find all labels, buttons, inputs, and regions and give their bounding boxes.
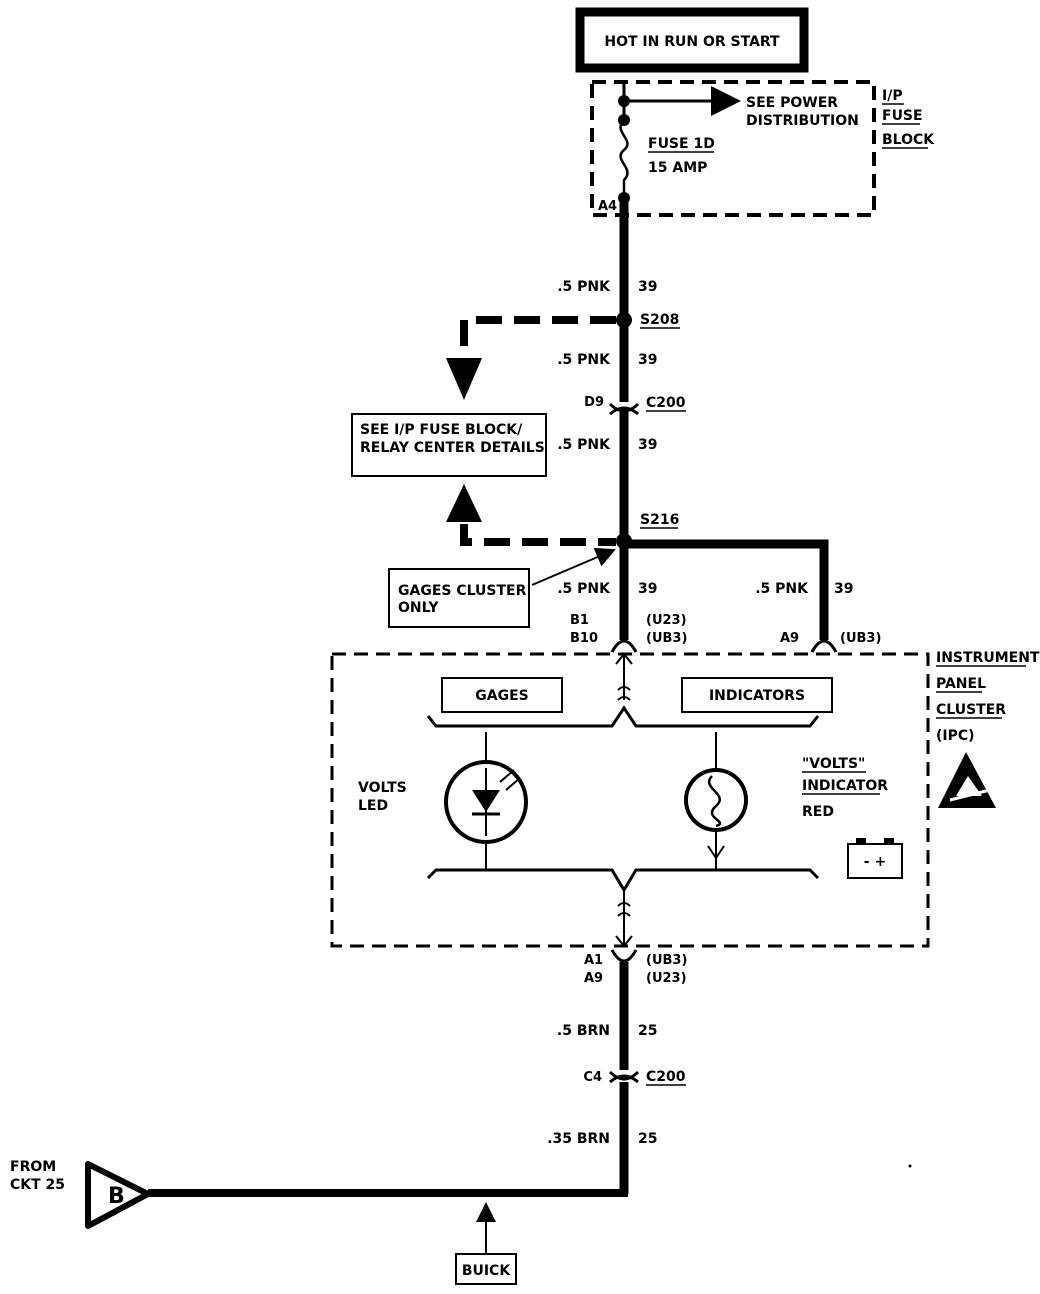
volts-led-icon xyxy=(444,732,528,870)
svg-text:BUICK: BUICK xyxy=(462,1263,512,1279)
buick-box: BUICK xyxy=(455,1253,517,1285)
fuse-name: FUSE 1D xyxy=(648,136,715,152)
svg-text:(UB3): (UB3) xyxy=(646,631,687,646)
volts-indicator-bulb-icon xyxy=(684,732,748,870)
svg-text:.5 PNK: .5 PNK xyxy=(557,279,611,295)
see-power-label: SEE POWER xyxy=(746,95,838,111)
svg-text:- +: - + xyxy=(864,854,886,870)
svg-text:CKT 25: CKT 25 xyxy=(10,1177,65,1193)
svg-text:RED: RED xyxy=(802,804,834,820)
splice-s208 xyxy=(616,312,632,328)
hot-in-run-box: HOT IN RUN OR START xyxy=(575,7,809,73)
connector-c200-top xyxy=(608,402,640,413)
dashed-branch-s216 xyxy=(460,524,616,546)
svg-text:C4: C4 xyxy=(583,1070,602,1085)
svg-text:(UB3): (UB3) xyxy=(840,631,881,646)
gages-cluster-note: GAGES CLUSTER ONLY xyxy=(388,547,616,628)
svg-text:(U23): (U23) xyxy=(646,613,687,628)
ipc-bottom-bus xyxy=(426,868,820,893)
svg-text:.5 PNK: .5 PNK xyxy=(557,352,611,368)
svg-text:BLOCK: BLOCK xyxy=(882,132,935,148)
svg-text:ONLY: ONLY xyxy=(398,600,439,616)
wire-39-right xyxy=(624,539,829,640)
svg-text:.5 PNK: .5 PNK xyxy=(755,581,809,597)
svg-text:S208: S208 xyxy=(640,312,679,328)
svg-text:A9: A9 xyxy=(584,971,603,986)
fuse-block-outline xyxy=(590,80,876,217)
svg-text:INDICATOR: INDICATOR xyxy=(802,778,888,794)
svg-text:.35 BRN: .35 BRN xyxy=(547,1131,610,1147)
svg-text:(U23): (U23) xyxy=(646,971,687,986)
svg-text:"VOLTS": "VOLTS" xyxy=(802,756,865,772)
hot-in-run-label: HOT IN RUN OR START xyxy=(604,34,780,50)
ipc-outline xyxy=(330,652,930,948)
ipc-title: INSTRUMENT PANEL CLUSTER (IPC) xyxy=(936,650,1040,744)
source-b-triangle-icon: B xyxy=(85,1161,151,1229)
svg-text:B: B xyxy=(108,1184,125,1209)
fuse-rating: 15 AMP xyxy=(648,160,707,176)
svg-text:25: 25 xyxy=(638,1023,657,1039)
svg-text:39: 39 xyxy=(834,581,853,597)
svg-text:39: 39 xyxy=(638,437,657,453)
ipc-connector-a1 xyxy=(610,949,638,963)
svg-text:.5 BRN: .5 BRN xyxy=(557,1023,610,1039)
svg-text:39: 39 xyxy=(638,352,657,368)
svg-text:A1: A1 xyxy=(584,953,603,968)
dashed-branch-s208 xyxy=(460,316,616,348)
svg-text:LED: LED xyxy=(358,798,388,814)
svg-text:INDICATORS: INDICATORS xyxy=(709,688,805,704)
svg-text:.5 PNK: .5 PNK xyxy=(557,437,611,453)
ipc-connector-b1 xyxy=(610,639,638,653)
svg-text:B1: B1 xyxy=(570,613,589,628)
esd-warning-icon xyxy=(938,752,996,808)
ipc-connector-a9 xyxy=(810,639,838,653)
svg-text:GAGES: GAGES xyxy=(475,688,528,704)
svg-text:RELAY CENTER DETAILS: RELAY CENTER DETAILS xyxy=(360,440,545,456)
svg-text:INSTRUMENT: INSTRUMENT xyxy=(936,650,1040,666)
battery-icon: - + xyxy=(847,838,903,879)
svg-text:39: 39 xyxy=(638,581,657,597)
svg-text:C200: C200 xyxy=(646,395,686,411)
svg-text:GAGES CLUSTER: GAGES CLUSTER xyxy=(398,583,527,599)
svg-text:B10: B10 xyxy=(570,631,598,646)
arrow-down-to-relay xyxy=(446,358,482,400)
relay-center-box: SEE I/P FUSE BLOCK/ RELAY CENTER DETAILS xyxy=(351,413,547,477)
svg-text:PANEL: PANEL xyxy=(936,676,986,692)
terminal-a4: A4 xyxy=(598,199,617,214)
ipc-top-bus xyxy=(426,705,820,728)
svg-text:C200: C200 xyxy=(646,1069,686,1085)
svg-text:FROM: FROM xyxy=(10,1159,56,1175)
fuse-icon xyxy=(619,119,629,198)
svg-text:(UB3): (UB3) xyxy=(646,953,687,968)
svg-text:25: 25 xyxy=(638,1131,657,1147)
arrow-up-to-relay xyxy=(446,484,482,522)
fuse-block-title: I/P FUSE BLOCK xyxy=(882,88,935,149)
svg-text:CLUSTER: CLUSTER xyxy=(936,702,1006,718)
svg-text:.5 PNK: .5 PNK xyxy=(557,581,611,597)
gages-label-box: GAGES xyxy=(441,677,563,713)
svg-text:FUSE: FUSE xyxy=(882,108,923,124)
indicators-label-box: INDICATORS xyxy=(681,677,833,713)
svg-text:S216: S216 xyxy=(640,512,679,528)
svg-text:A9: A9 xyxy=(780,631,799,646)
svg-text:(IPC): (IPC) xyxy=(936,728,975,744)
svg-text:D9: D9 xyxy=(584,395,604,410)
svg-text:VOLTS: VOLTS xyxy=(358,780,407,796)
svg-text:I/P: I/P xyxy=(882,88,903,104)
svg-text:39: 39 xyxy=(638,279,657,295)
svg-text:SEE I/P FUSE BLOCK/: SEE I/P FUSE BLOCK/ xyxy=(360,422,523,438)
connector-c200-bottom xyxy=(608,1070,640,1081)
svg-text:DISTRIBUTION: DISTRIBUTION xyxy=(746,113,859,129)
